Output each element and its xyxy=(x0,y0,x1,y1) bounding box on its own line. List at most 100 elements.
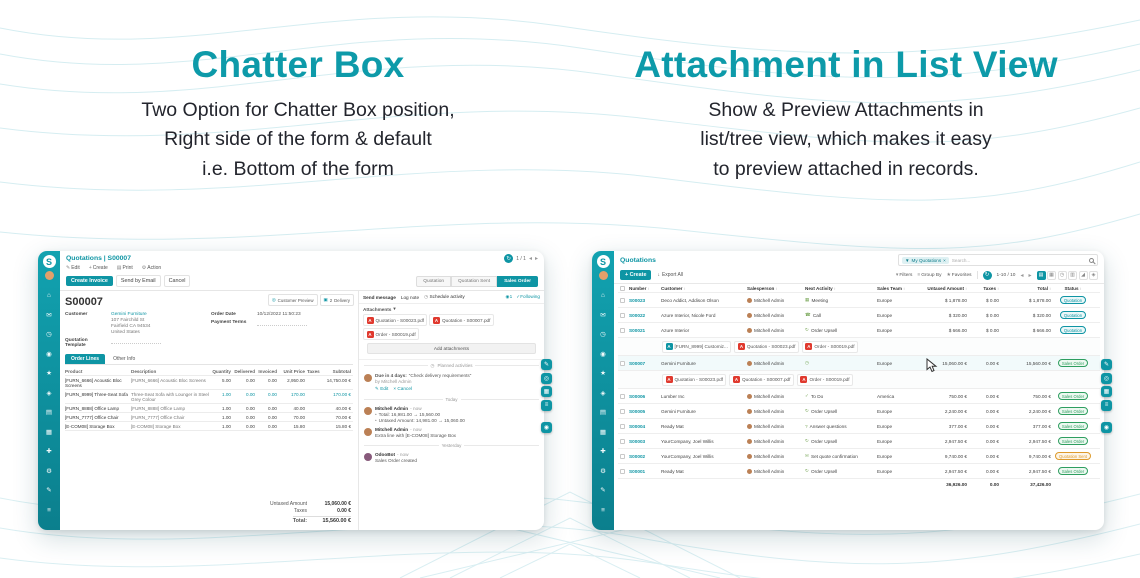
col-customer[interactable]: Customer↕ xyxy=(661,285,686,291)
step-sales-order[interactable]: Sales Order xyxy=(497,275,538,287)
row-checkbox[interactable] xyxy=(620,453,625,459)
followers-button[interactable]: ◉1 xyxy=(505,294,513,299)
crm-icon[interactable]: ★ xyxy=(600,370,606,377)
create-button[interactable]: +Create xyxy=(88,265,108,271)
invoicing-icon[interactable]: ▤ xyxy=(45,409,53,416)
create-invoice-button[interactable]: Create Invoice xyxy=(66,276,113,286)
search-input[interactable]: ▼ My Quotations × Search... xyxy=(898,254,1098,266)
row-checkbox[interactable] xyxy=(620,438,625,444)
activity-cancel-button[interactable]: × Cancel xyxy=(393,386,412,391)
table-row[interactable]: S00001 Ready Mat Mitchell Admin ↻Order U… xyxy=(618,464,1100,479)
log-note-button[interactable]: Log note xyxy=(400,294,420,300)
notes-tool-button[interactable]: ✎ xyxy=(1101,359,1112,370)
step-quotation[interactable]: Quotation xyxy=(416,275,452,287)
favorites-button[interactable]: ★Favorites xyxy=(946,272,972,278)
crm-icon[interactable]: ★ xyxy=(46,370,52,377)
table-row[interactable]: S00023 Deco Addict, Addison Olson Mitche… xyxy=(618,293,1100,308)
col-untaxed[interactable]: Untaxed Amount↕ xyxy=(927,285,967,291)
search-tool-button[interactable]: ◎ xyxy=(1101,372,1112,384)
row-checkbox[interactable] xyxy=(620,393,625,399)
manufacturing-icon[interactable]: ⚙ xyxy=(600,467,606,475)
list-view-button[interactable]: ▤ xyxy=(1036,270,1046,280)
row-checkbox[interactable] xyxy=(620,312,625,318)
settings-icon[interactable]: ≡ xyxy=(47,506,51,514)
pivot-view-button[interactable]: ▥ xyxy=(1068,270,1077,280)
activity-edit-button[interactable]: ✎ Edit xyxy=(375,386,389,391)
map-view-button[interactable]: ◈ xyxy=(1089,270,1098,280)
graph-view-button[interactable]: ◢ xyxy=(1078,270,1088,280)
cancel-button[interactable]: Cancel xyxy=(163,275,191,287)
calendar-view-button[interactable]: ◷ xyxy=(1057,270,1067,280)
action-button[interactable]: ⚙Action xyxy=(141,265,162,271)
kanban-view-button[interactable]: ▦ xyxy=(1047,270,1056,280)
sales-icon[interactable]: ◈ xyxy=(600,389,606,397)
apps-tool-button[interactable]: ▦ xyxy=(1101,386,1112,397)
quotation-template-field[interactable] xyxy=(111,338,161,344)
row-checkbox[interactable] xyxy=(620,423,625,429)
home-icon[interactable]: ⌂ xyxy=(47,292,51,299)
sync-button[interactable]: ↻ xyxy=(504,254,514,263)
search-tool-button[interactable]: ◎ xyxy=(541,372,552,384)
row-checkbox[interactable] xyxy=(620,468,625,474)
customer-preview-button[interactable]: ◎Customer Preview xyxy=(267,294,318,306)
step-quotation-sent[interactable]: Quotation Sent xyxy=(451,275,498,287)
breadcrumb[interactable]: Quotations xyxy=(620,256,656,264)
discuss-icon[interactable]: ✉ xyxy=(46,311,52,319)
group-by-button[interactable]: ≡Group By xyxy=(917,272,942,278)
chat-tool-button[interactable]: ◉ xyxy=(541,421,552,433)
attachments-section-toggle[interactable]: Attachments▾ xyxy=(363,306,396,312)
table-row[interactable]: S00002 YourCompany, Joel Willis Mitchell… xyxy=(618,449,1100,464)
col-status[interactable]: Status↕ xyxy=(1064,285,1082,291)
inventory-icon[interactable]: ▦ xyxy=(45,428,53,436)
menu-tool-button[interactable]: ≡ xyxy=(1101,399,1112,411)
pager-prev-icon[interactable]: ◂ xyxy=(1020,272,1024,279)
table-row[interactable]: S00005 Gemini Furniture Mitchell Admin ↻… xyxy=(618,404,1100,419)
tab-order-lines[interactable]: Order Lines xyxy=(65,354,106,364)
chat-tool-button[interactable]: ◉ xyxy=(1101,421,1112,433)
contacts-icon[interactable]: ◉ xyxy=(46,350,52,358)
row-checkbox[interactable] xyxy=(620,408,625,414)
table-row[interactable]: S00004 Ready Mat Mitchell Admin ?Answer … xyxy=(618,419,1100,434)
customer-link[interactable]: Gemini Furniture xyxy=(111,312,147,317)
edit-button[interactable]: ✎Edit xyxy=(66,265,80,271)
calendar-icon[interactable]: ◷ xyxy=(600,331,606,338)
avatar[interactable] xyxy=(44,271,54,280)
table-row[interactable]: S00007 Gemini Furniture Mitchell Admin ◷… xyxy=(618,356,1100,371)
sales-icon[interactable]: ◈ xyxy=(46,389,52,397)
col-salesperson[interactable]: Salesperson↕ xyxy=(747,285,778,291)
row-checkbox[interactable] xyxy=(620,297,625,303)
payment-terms-field[interactable] xyxy=(257,320,307,326)
pager-next-icon[interactable]: ▸ xyxy=(534,256,538,262)
pager-prev-icon[interactable]: ◂ xyxy=(528,256,532,262)
schedule-activity-button[interactable]: ◷ Schedule activity xyxy=(424,294,465,299)
following-button[interactable]: ✓Following xyxy=(516,294,540,299)
contacts-icon[interactable]: ◉ xyxy=(600,350,606,358)
calendar-icon[interactable]: ◷ xyxy=(46,331,52,338)
send-message-button[interactable]: Send message xyxy=(363,294,396,300)
invoicing-icon[interactable]: ▤ xyxy=(599,409,607,416)
notes-icon[interactable]: ✎ xyxy=(46,487,52,494)
col-next-activity[interactable]: Next Activity↕ xyxy=(805,285,836,291)
purchase-icon[interactable]: ✚ xyxy=(600,448,606,455)
col-sales-team[interactable]: Sales Team↕ xyxy=(877,285,905,291)
notes-icon[interactable]: ✎ xyxy=(600,487,606,494)
remove-facet-icon[interactable]: × xyxy=(943,257,946,263)
attachment-chip[interactable]: A[FURN_8999] Customiz... xyxy=(662,340,732,353)
order-line-row[interactable]: [FURN_8888] Office Lamp[FURN_8888] Offic… xyxy=(65,404,353,413)
create-button[interactable]: + Create xyxy=(620,270,652,280)
table-row[interactable]: S00021 Azure Interior Mitchell Admin ↻Or… xyxy=(618,323,1100,338)
order-line-row[interactable]: [FURN_6666] Acoustic Bloc Screens[FURN_6… xyxy=(65,376,353,390)
purchase-icon[interactable]: ✚ xyxy=(46,448,52,455)
col-total[interactable]: Total↕ xyxy=(1037,285,1051,291)
menu-tool-button[interactable]: ≡ xyxy=(541,399,552,411)
export-all-button[interactable]: ↓Export All xyxy=(657,272,684,278)
row-checkbox[interactable] xyxy=(620,360,625,366)
col-taxes[interactable]: Taxes↕ xyxy=(983,285,999,291)
order-line-row[interactable]: [E-COM08] Storage Box[E-COM08] Storage B… xyxy=(65,422,353,431)
